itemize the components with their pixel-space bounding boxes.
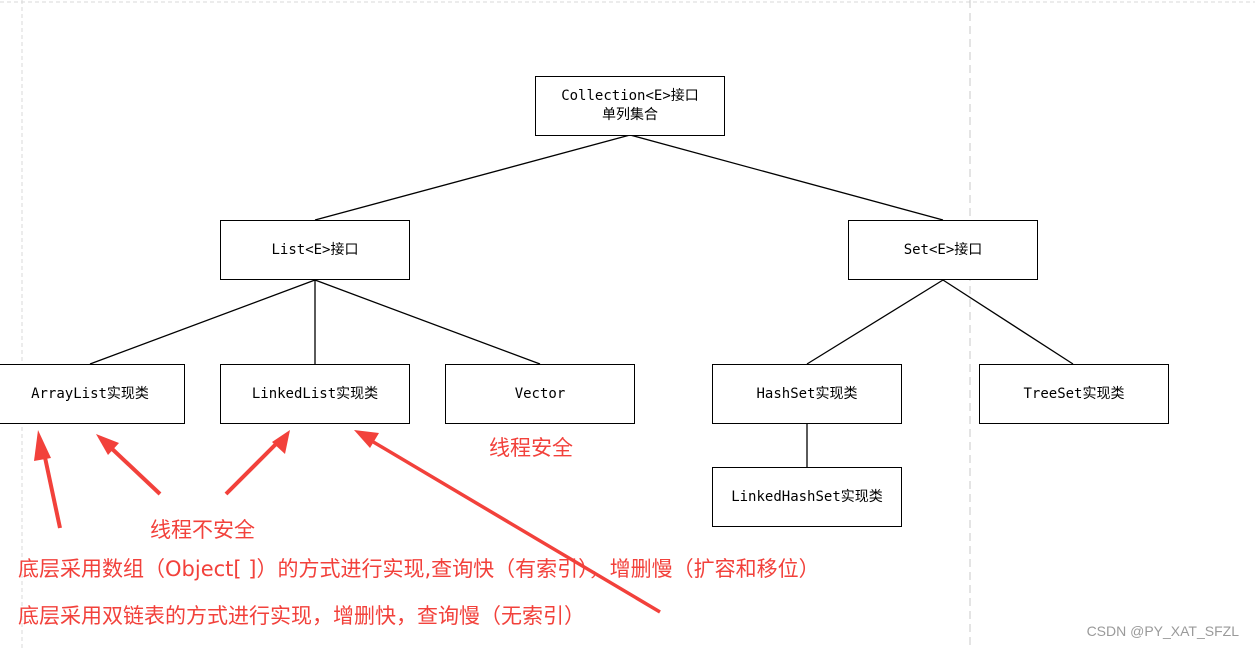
collection-interface-node: Collection<E>接口 单列集合: [535, 76, 725, 136]
edge-set-hashset: [806, 279, 944, 365]
edge-set-treeset: [942, 279, 1074, 365]
linkedhashset-label: LinkedHashSet实现类: [731, 488, 883, 505]
arrow-to-arraylist-left: [34, 430, 62, 529]
vector-node: Vector: [445, 364, 635, 424]
hashset-node: HashSet实现类: [712, 364, 902, 424]
vector-label: Vector: [514, 385, 566, 402]
list-interface-label: List<E>接口: [271, 241, 359, 258]
collection-interface-subtitle: 单列集合: [601, 107, 658, 123]
arraylist-node: ArrayList实现类: [0, 364, 185, 424]
linkedlist-impl-note: 底层采用双链表的方式进行实现，增删快，查询慢（无索引）: [18, 604, 585, 628]
treeset-label: TreeSet实现类: [1023, 385, 1125, 402]
edge-collection-set: [629, 134, 944, 221]
edge-list-arraylist: [89, 279, 316, 365]
linkedlist-label: LinkedList实现类: [251, 385, 379, 402]
linkedhashset-node: LinkedHashSet实现类: [712, 467, 902, 527]
arrow-to-linkedlist-left: [224, 430, 290, 496]
thread-unsafe-note: 线程不安全: [150, 518, 255, 542]
arrow-to-linkedlist-right: [354, 430, 661, 614]
edge-collection-list: [314, 134, 631, 221]
list-interface-node: List<E>接口: [220, 220, 410, 280]
hashset-label: HashSet实现类: [756, 385, 858, 402]
linkedlist-node: LinkedList实现类: [220, 364, 410, 424]
set-interface-node: Set<E>接口: [848, 220, 1038, 280]
edge-list-vector: [314, 279, 541, 365]
arraylist-label: ArrayList实现类: [31, 385, 149, 402]
set-interface-label: Set<E>接口: [903, 241, 983, 258]
arrow-to-arraylist-right: [96, 434, 162, 496]
treeset-node: TreeSet实现类: [979, 364, 1169, 424]
arraylist-impl-note: 底层采用数组（Object[ ]）的方式进行实现,查询快（有索引），增删慢（扩容…: [18, 557, 820, 581]
vector-thread-safe-note: 线程安全: [489, 436, 573, 460]
csdn-watermark: CSDN @PY_XAT_SFZL: [1086, 623, 1239, 639]
collection-interface-label: Collection<E>接口: [561, 88, 699, 105]
